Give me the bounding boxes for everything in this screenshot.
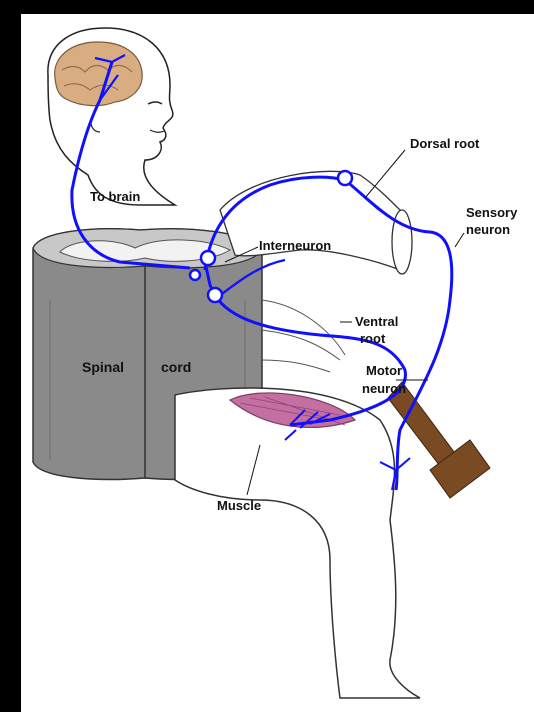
label-ventral-root: root xyxy=(360,331,386,346)
label-sensory-neuron: neuron xyxy=(466,222,510,237)
brain xyxy=(55,42,143,106)
label-motor: Motor xyxy=(366,363,402,378)
ventral-fiber xyxy=(262,360,330,372)
label-interneuron: Interneuron xyxy=(259,238,331,253)
brain-shape xyxy=(55,42,143,106)
label-cord: cord xyxy=(161,359,191,375)
label-dorsal-root: Dorsal root xyxy=(410,136,480,151)
dorsal-root-leader xyxy=(365,150,405,198)
dorsal-root-ganglion-cell xyxy=(338,171,352,185)
sensory-leader xyxy=(455,233,464,247)
label-ventral: Ventral xyxy=(355,314,398,329)
label-motor-neuron: neuron xyxy=(362,381,406,396)
label-sensory: Sensory xyxy=(466,205,518,220)
leg xyxy=(175,388,420,698)
leg-outline xyxy=(175,388,420,698)
label-spinal: Spinal xyxy=(82,359,124,375)
ascending-cell-body xyxy=(190,270,200,280)
reflex-hammer xyxy=(388,382,490,498)
motor-neuron-cell-body xyxy=(208,288,222,302)
dorsal-root-outline xyxy=(220,171,400,270)
label-to-brain: To brain xyxy=(90,189,140,204)
label-muscle: Muscle xyxy=(217,498,261,513)
interneuron-cell-body xyxy=(201,251,215,265)
